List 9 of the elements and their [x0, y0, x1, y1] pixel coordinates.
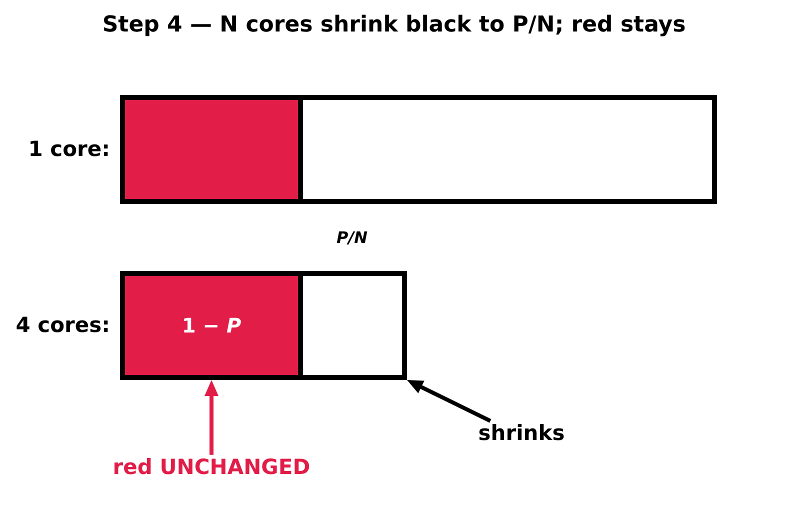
callout-text: red UNCHANGED — [112, 454, 310, 480]
fraction-label: P/N — [336, 228, 368, 248]
diagram-title: Step 4 — N cores shrink black to P/N; red stays — [102, 12, 686, 38]
row-label: 4 cores: — [16, 312, 110, 338]
formula-label: 1 − P — [182, 314, 242, 337]
row-label: 1 core: — [28, 136, 110, 162]
callout-text: shrinks — [478, 420, 565, 446]
arrow — [406, 378, 492, 423]
arrow — [204, 380, 218, 455]
